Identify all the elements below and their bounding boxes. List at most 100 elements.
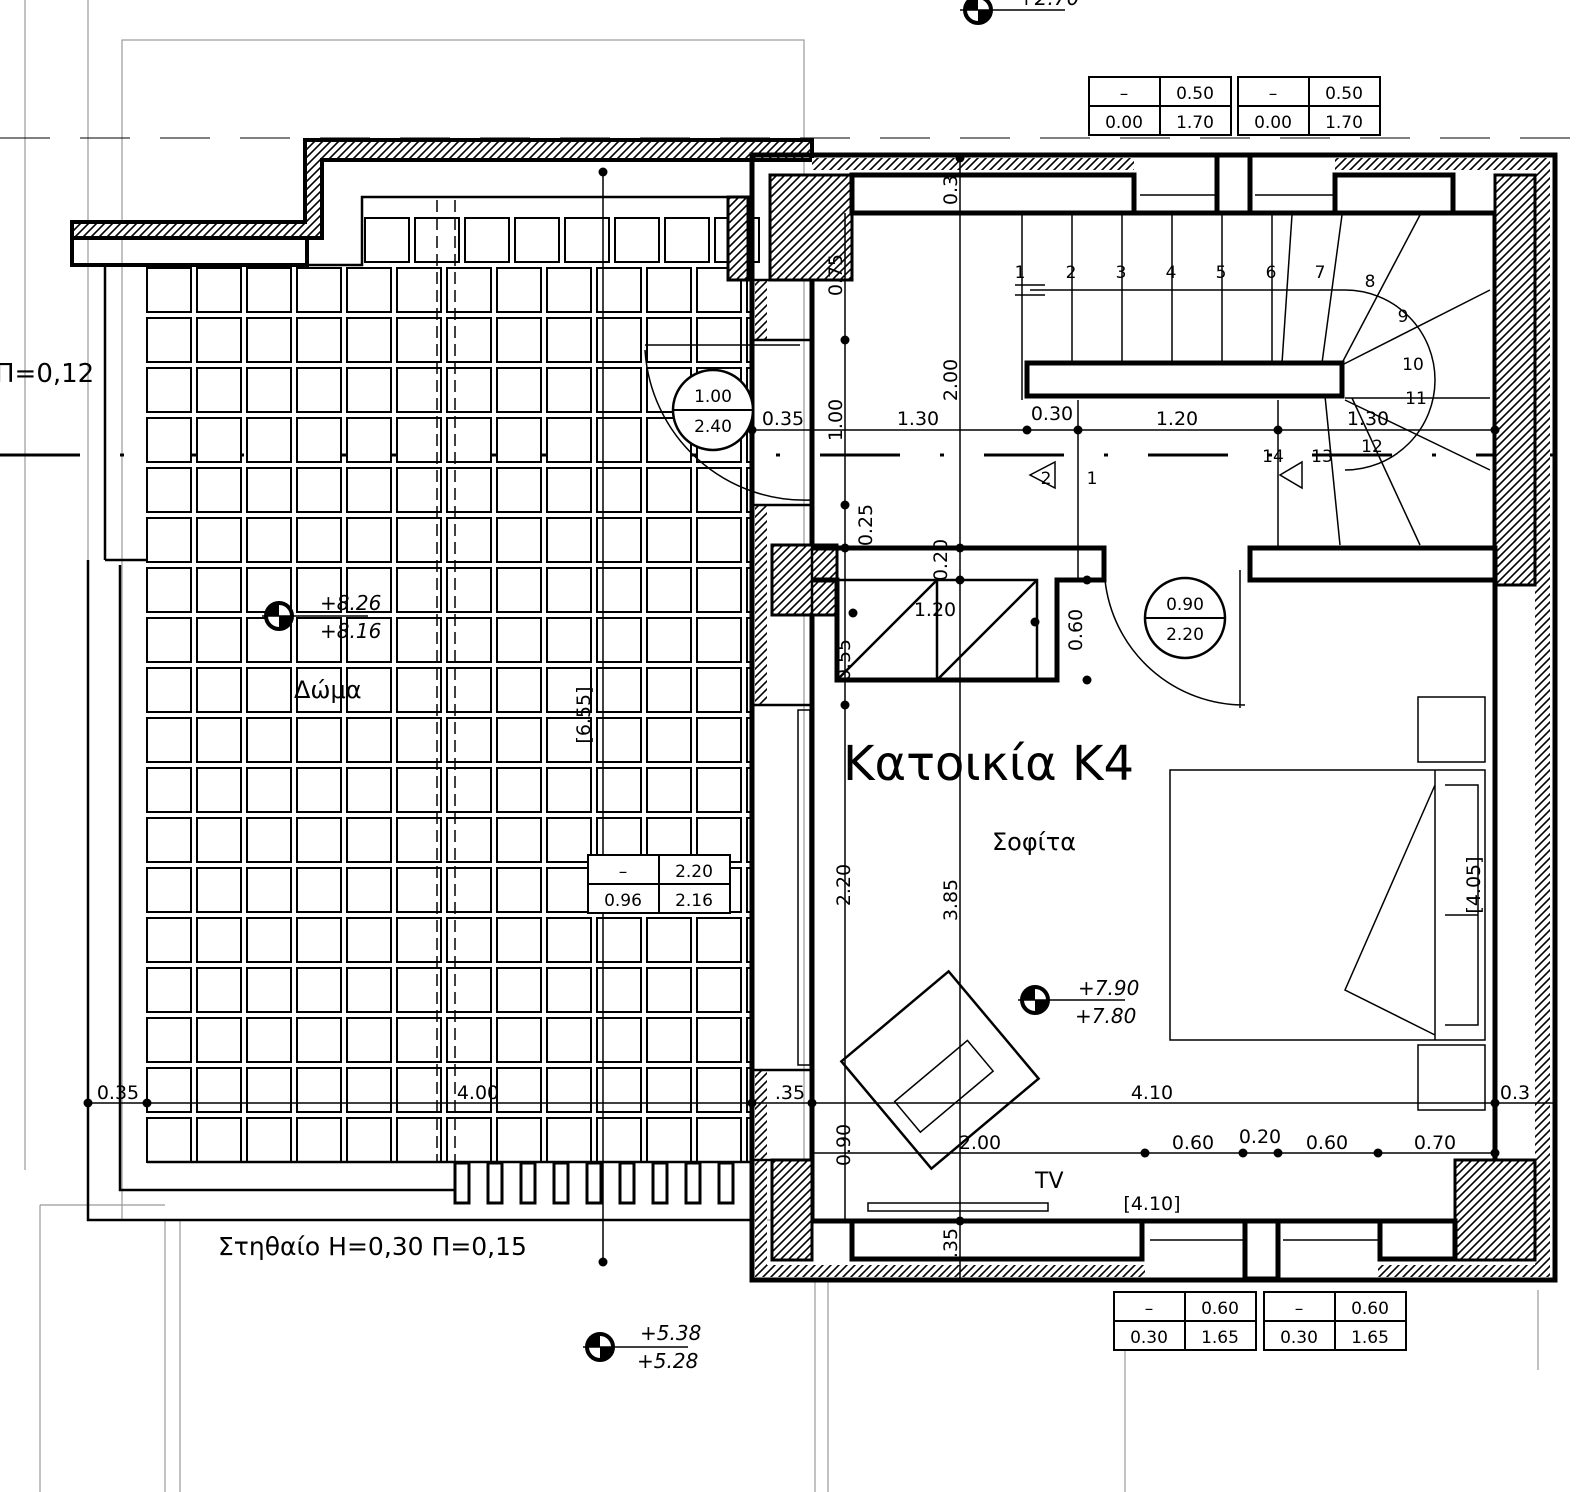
table-cell: 0.96 [604,891,642,911]
section-mark: 2 [1041,469,1052,489]
room-level-top: +7.90 [1078,976,1139,1000]
tile [496,567,542,613]
door-tag-value: 0.90 [1166,595,1204,615]
dimension-dot [840,543,850,553]
tile [696,967,742,1013]
tile [146,867,192,913]
level-markers [262,0,1125,1362]
dimension-dot [955,543,965,553]
table-cell: – [1145,1299,1154,1319]
tile [646,917,692,963]
door-tag-value: 2.20 [1166,625,1204,645]
tile [396,417,442,463]
tile [496,317,542,363]
tile [596,767,642,813]
tile [146,567,192,613]
tile [396,667,442,713]
dimension-d020: 0.20 [1239,1126,1281,1148]
tile [346,717,392,763]
tile [346,1117,392,1163]
tile [446,617,492,663]
tile [696,917,742,963]
dimension-dot [1490,425,1500,435]
tile [396,567,442,613]
tile [296,367,342,413]
tile [146,767,192,813]
tile [196,1017,242,1063]
tile [596,267,642,313]
tile [646,967,692,1013]
tile [646,767,692,813]
tile [546,617,592,663]
dimension-dot [142,1098,152,1108]
section-mark: 1 [1087,469,1098,489]
tile [496,1067,542,1113]
stair-step-number: 3 [1116,263,1127,283]
left-note: Π=0,12 [0,359,94,389]
dimension-dot [840,500,850,510]
tile [296,967,342,1013]
dimension-dot [1140,1148,1150,1158]
dimension-v090: 0.90 [833,1124,855,1166]
tile [546,867,592,913]
tile [596,567,642,613]
tile [146,517,192,563]
dimension-dot [955,153,965,163]
tile [446,667,492,713]
dimension-d035a: 0.35 [762,408,804,430]
door-tags: 1.002.400.902.20 [671,368,1227,660]
tile [196,567,242,613]
dimension-dot [1082,575,1092,585]
tile [546,267,592,313]
dimension-d070: 0.70 [1414,1132,1456,1154]
tile [296,1117,342,1163]
table-cell: 0.00 [1105,113,1143,133]
tile [496,667,542,713]
tile [396,967,442,1013]
tile [346,317,392,363]
tile [496,267,542,313]
tile [346,467,392,513]
dimension-dot [840,335,850,345]
dimension-d03r: 0.3 [1500,1082,1530,1104]
tile [146,967,192,1013]
tile [546,417,592,463]
tile [246,417,292,463]
tile [546,667,592,713]
balcony-level-top: +5.38 [640,1321,701,1345]
tile [596,967,642,1013]
tile [446,1017,492,1063]
tile [446,867,492,913]
dimension-v100: 1.00 [825,399,847,441]
tile [446,467,492,513]
tile [496,1017,542,1063]
tile [246,767,292,813]
dimension-d120a: 1.20 [1156,408,1198,430]
tile [646,1067,692,1113]
tile [346,917,392,963]
tile [496,1117,542,1163]
tile [646,717,692,763]
dimension-dot [1030,617,1040,627]
stair-step-number: 1 [1015,263,1026,283]
tile [546,317,592,363]
tile [296,317,342,363]
table-cell: 1.65 [1201,1328,1239,1348]
tile [564,217,610,263]
tile [696,667,742,713]
tile [196,417,242,463]
dimension-v025: 0.25 [855,504,877,546]
tile [246,517,292,563]
tile [646,1117,692,1163]
parapet-label: Στηθαίο Η=0,30 Π=0,15 [218,1232,527,1261]
dimension-v385: 3.85 [940,879,962,921]
tile [696,1017,742,1063]
tile [546,517,592,563]
tile [396,1117,442,1163]
tile [246,1017,292,1063]
